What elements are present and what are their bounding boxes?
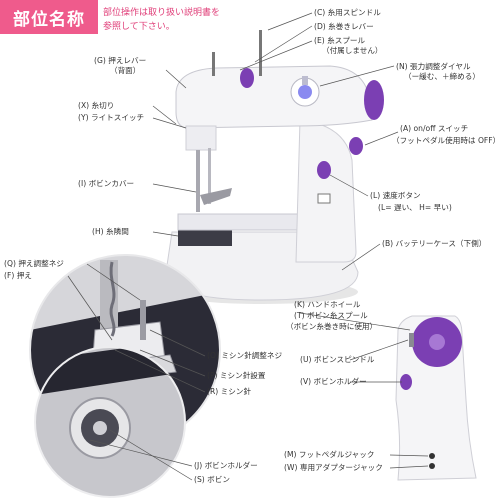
label-tension-dial-note: （ー緩む、＋締める）	[404, 72, 480, 81]
label-hand-wheel: (K) ハンドホイール	[294, 300, 361, 309]
machine-side-view	[395, 315, 477, 481]
label-thread-cutter: (X) 糸切り	[78, 101, 115, 110]
label-presser-screw: (Q) 押え調整ネジ	[4, 259, 64, 268]
note-line-1: 部位操作は取り扱い説明書を	[103, 8, 221, 18]
instruction-note: 部位操作は取り扱い説明書を 参照して下さい。	[103, 6, 253, 34]
sewing-machine-illustration	[165, 30, 384, 304]
label-thread-gap: (H) 糸隣間	[92, 227, 129, 236]
label-thread-spool-note: （付属しません）	[322, 46, 383, 55]
leader-lines	[67, 12, 429, 481]
bobbin-inset	[34, 346, 186, 498]
label-adapter-jack: (W) 専用アダプタージャック	[284, 463, 383, 472]
label-thread-spindle: (C) 糸用スピンドル	[314, 8, 381, 17]
label-bobbin: (S) ボビン	[194, 475, 230, 484]
label-power-switch: (A) on/off スイッチ	[400, 124, 469, 133]
label-needle-screw: (O) ミシン針調整ネジ	[207, 351, 283, 360]
page-title: 部位名称	[0, 0, 98, 34]
label-bobbin-holder-side: (V) ボビンホルダー	[300, 377, 367, 386]
label-speed-button: (L) 速度ボタン	[370, 191, 421, 200]
label-presser-lever: (G) 押えレバー	[94, 56, 147, 65]
label-tension-dial: (N) 張力調整ダイヤル	[396, 62, 471, 71]
label-presser-foot: (F) 押え	[4, 271, 32, 280]
label-battery-case: (B) バッテリーケース（下側）	[382, 239, 487, 248]
label-bobbin-holder: (J) ボビンホルダー	[194, 461, 258, 470]
label-thread-spool: (E) 糸スプール	[314, 36, 366, 45]
label-speed-button-note: (L= 遅い、 H= 早い)	[378, 203, 452, 212]
label-light-switch: (Y) ライトスイッチ	[78, 113, 145, 122]
label-bobbin-spool: (T) ボビン糸スプール	[294, 311, 368, 320]
label-bobbin-spindle: (U) ボビンスピンドル	[300, 355, 375, 364]
label-needle-mount: (P) ミシン針設置	[207, 371, 266, 380]
note-line-2: 参照して下さい。	[103, 22, 175, 32]
label-bobbin-spool-note: （ボビン糸巻き時に使用）	[286, 322, 378, 331]
label-presser-lever-note: （背面）	[110, 66, 141, 75]
label-power-switch-note: （フットペダル使用時は OFF）	[392, 136, 500, 145]
label-needle: (R) ミシン針	[207, 387, 251, 396]
label-winding-lever: (D) 糸巻きレバー	[314, 22, 374, 31]
label-bobbin-cover: (I) ボビンカバー	[78, 179, 135, 188]
label-foot-pedal-jack: (M) フットペダルジャック	[284, 450, 375, 459]
